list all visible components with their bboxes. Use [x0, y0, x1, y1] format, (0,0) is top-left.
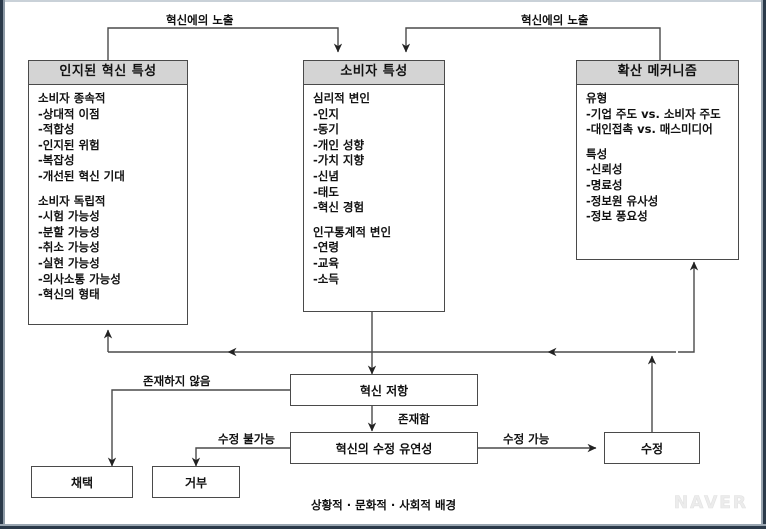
panel-body-diffusion-mechanism: 유형 -기업 주도 vs. 소비자 주도 -대인접촉 vs. 매스미디어 특성 … [577, 85, 738, 229]
group-item: -소득 [313, 271, 339, 286]
group-item: -교육 [313, 255, 339, 270]
page-edge-bottom-inner [0, 524, 766, 526]
group-item: -태도 [313, 184, 339, 199]
page-edge-left [0, 0, 3, 529]
group-spacer [586, 138, 738, 147]
page-edge-left-inner [3, 0, 5, 529]
page-edge-bottom [0, 526, 766, 529]
group-heading: 유형 [586, 91, 608, 105]
naver-watermark: NAVER [673, 493, 748, 514]
node-innovation-resistance: 혁신 저항 [290, 374, 478, 406]
group-item: -혁신 경험 [313, 200, 365, 215]
group-heading: 소비자 독립적 [38, 193, 106, 208]
edge-label-exposure-left: 혁신에의 노출 [166, 13, 234, 27]
group-item: -신뢰성 [586, 162, 623, 177]
panel-perceived-innovation: 인지된 혁신 특성 소비자 종속적 -상대적 이점 -적합성 -인지된 위험 -… [28, 60, 188, 325]
group-item: -정보 풍요성 [586, 209, 648, 224]
panel-diffusion-mechanism: 확산 메커니즘 유형 -기업 주도 vs. 소비자 주도 -대인접촉 vs. 매… [576, 60, 739, 260]
group-heading: 특성 [586, 146, 608, 161]
group-item: -시험 가능성 [38, 209, 100, 224]
group-item: -대인접촉 vs. 매스미디어 [586, 122, 713, 137]
node-rejection: 거부 [152, 466, 240, 498]
group-item: -의사소통 가능성 [38, 271, 121, 286]
edge-label-can-modify: 수정 가능 [503, 432, 550, 446]
group-item: -실현 가능성 [38, 255, 100, 270]
panel-consumer-characteristics: 소비자 특성 심리적 변인 -인지 -동기 -개인 성향 -가치 지향 -신념 … [303, 60, 445, 312]
page-edge-right-inner [761, 0, 763, 529]
arrow-exposure-right [401, 27, 661, 62]
group-item: -인지된 위험 [38, 137, 100, 152]
group-item: -연령 [313, 240, 339, 255]
group-item: -취소 가능성 [38, 240, 100, 255]
panel-body-perceived-innovation: 소비자 종속적 -상대적 이점 -적합성 -인지된 위험 -복잡성 -개선된 혁… [29, 85, 187, 307]
edge-label-exposure-right: 혁신에의 노출 [521, 13, 589, 27]
arrow-exposure-left [107, 27, 343, 62]
group-item: -정보원 유사성 [586, 193, 659, 208]
panel-header-diffusion-mechanism: 확산 메커니즘 [577, 61, 738, 85]
edge-label-not-exist: 존재하지 않음 [143, 374, 211, 388]
panel-header-perceived-innovation: 인지된 혁신 특성 [29, 61, 187, 85]
group-item: -기업 주도 vs. 소비자 주도 [586, 106, 721, 121]
page-edge-top [0, 0, 766, 2]
arrow-bus-to-diffusion [678, 261, 699, 353]
group-item: -동기 [313, 122, 339, 137]
group-spacer [38, 185, 187, 194]
page-edge-right [763, 0, 766, 529]
edge-label-exist: 존재함 [398, 412, 430, 426]
footnote-context: 상황적 · 문화적 · 사회적 배경 [311, 498, 457, 512]
group-item: -복잡성 [38, 153, 75, 168]
group-item: -혁신의 형태 [38, 287, 100, 302]
edge-label-cannot-modify: 수정 불가능 [218, 432, 275, 446]
node-modification-flexibility: 혁신의 수정 유연성 [290, 432, 478, 464]
group-item: -적합성 [38, 122, 75, 137]
group-item: -인지 [313, 106, 339, 121]
group-item: -분할 가능성 [38, 224, 100, 239]
arrow-not-exist-to-adoption [107, 389, 298, 467]
group-item: -개인 성향 [313, 137, 365, 152]
group-item: -명료성 [586, 177, 623, 192]
group-item: -상대적 이점 [38, 106, 100, 121]
group-heading: 심리적 변인 [313, 91, 370, 105]
node-modification: 수정 [604, 432, 700, 464]
group-heading: 인구통계적 변인 [313, 224, 392, 239]
group-spacer [313, 216, 444, 225]
node-adoption: 채택 [31, 466, 133, 498]
panel-body-consumer-characteristics: 심리적 변인 -인지 -동기 -개인 성향 -가치 지향 -신념 -태도 -혁신… [304, 85, 444, 291]
group-item: -개선된 혁신 기대 [38, 168, 125, 183]
group-heading: 소비자 종속적 [38, 91, 106, 105]
arrow-cannot-modify-to-rejection [191, 447, 298, 467]
group-item: -가치 지향 [313, 153, 365, 168]
panel-header-consumer-characteristics: 소비자 특성 [304, 61, 444, 85]
group-item: -신념 [313, 168, 339, 183]
